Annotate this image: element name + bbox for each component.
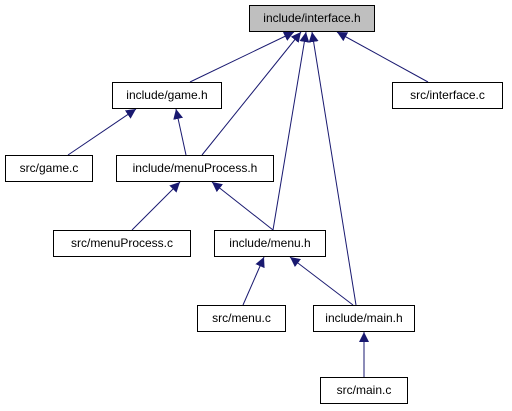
node-src-interface-c[interactable]: src/interface.c	[392, 82, 503, 109]
edge-interface-c-to-interface-h	[336, 31, 429, 83]
node-include-menu-h[interactable]: include/menu.h	[214, 230, 326, 257]
edge-menuprocess-c-to-menuprocess-h	[131, 181, 181, 231]
edge-main-h-to-interface-h	[308, 31, 357, 306]
edge-menu-h-to-interface-h	[272, 31, 310, 231]
edge-game-h-to-interface-h	[189, 31, 295, 83]
node-src-menu-c[interactable]: src/menu.c	[197, 305, 286, 332]
node-include-interface-h[interactable]: include/interface.h	[249, 5, 375, 32]
edge-main-h-to-menu-h	[289, 256, 354, 306]
node-src-main-c[interactable]: src/main.c	[320, 377, 408, 404]
edge-menuprocess-h-to-game-h	[173, 108, 187, 156]
node-include-main-h[interactable]: include/main.h	[313, 305, 415, 332]
edge-game-c-to-game-h	[67, 108, 137, 156]
edge-menu-h-to-menuprocess-h	[211, 181, 274, 231]
edge-menu-c-to-menu-h	[242, 256, 265, 306]
node-include-menuprocess-h[interactable]: include/menuProcess.h	[116, 155, 274, 182]
node-include-game-h[interactable]: include/game.h	[112, 82, 222, 109]
edge-menuprocess-h-to-interface-h	[201, 31, 302, 156]
node-src-game-c[interactable]: src/game.c	[5, 155, 93, 182]
node-src-menuprocess-c[interactable]: src/menuProcess.c	[53, 230, 191, 257]
